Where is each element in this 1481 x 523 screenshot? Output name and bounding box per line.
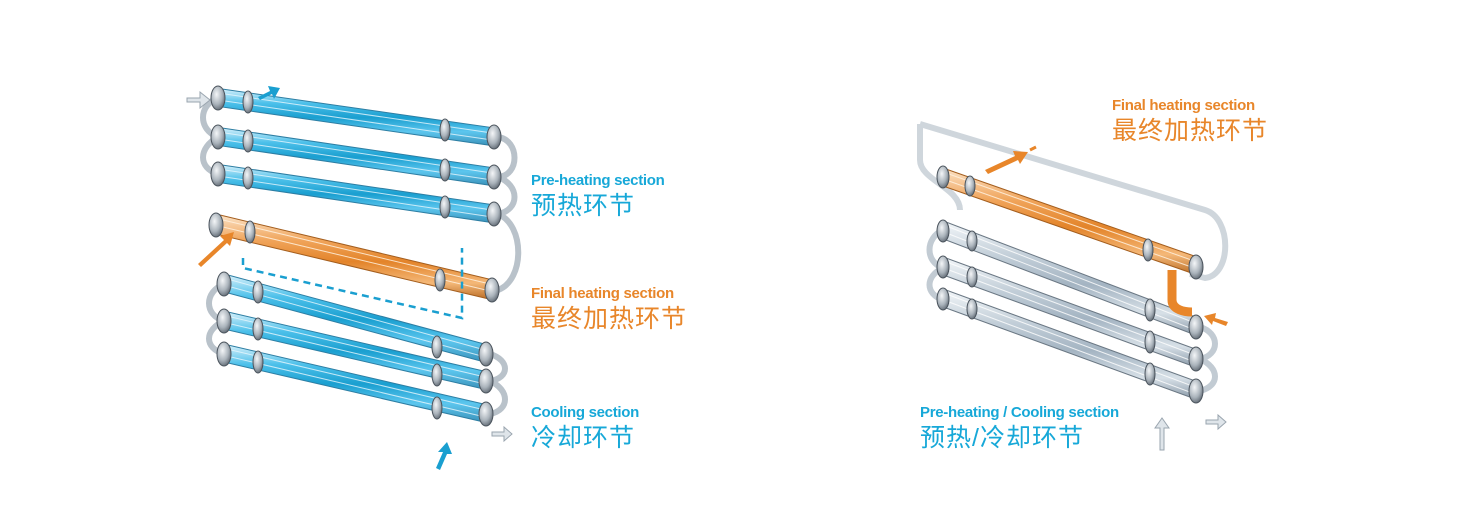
left-flow-arrows — [186, 86, 513, 470]
left-exchanger — [186, 85, 522, 470]
left-preheating-en: Pre-heating section — [531, 172, 665, 189]
left-cooling-label: Cooling section 冷却环节 — [531, 404, 639, 453]
right-final-heating-label: Final heating section 最终加热环节 — [1112, 97, 1268, 146]
left-dashed-connection — [241, 248, 464, 320]
right-preheat-cooling-label: Pre-heating / Cooling section 预热/冷却环节 — [920, 404, 1119, 453]
left-preheating-zh: 预热环节 — [531, 192, 636, 221]
right-return-loop — [919, 121, 1229, 282]
left-final-heating-en: Final heating section — [531, 285, 674, 302]
left-cooling-tubes — [227, 274, 489, 424]
right-preheat-cooling-en: Pre-heating / Cooling section — [920, 404, 1119, 421]
left-preheating-label: Pre-heating section 预热环节 — [531, 172, 665, 221]
right-flow-arrows — [985, 145, 1228, 451]
left-final-heating-label: Final heating section 最终加热环节 — [531, 285, 687, 334]
right-final-heating-tube — [942, 167, 1201, 277]
left-cooling-en: Cooling section — [531, 404, 640, 421]
right-exchanger — [917, 121, 1229, 451]
left-cooling-zh: 冷却环节 — [531, 424, 636, 453]
right-flanges — [936, 165, 1204, 404]
left-final-heating-zh: 最终加热环节 — [531, 305, 688, 334]
left-flanges — [208, 85, 502, 427]
left-preheat-tubes — [221, 88, 496, 224]
right-preheat-cooling-zh: 预热/冷却环节 — [920, 424, 1084, 453]
right-final-heating-en: Final heating section — [1112, 97, 1255, 114]
right-final-heating-zh: 最终加热环节 — [1112, 117, 1269, 146]
